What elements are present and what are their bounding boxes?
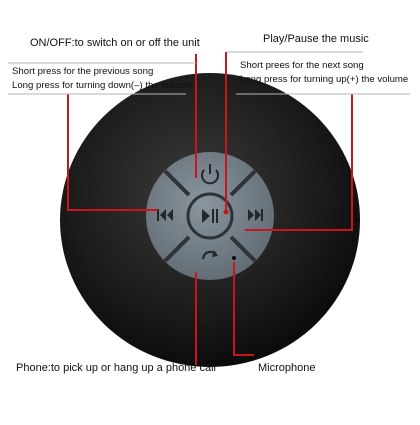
leader-lines — [67, 52, 353, 365]
label-next-line1: Short prees for the next song — [240, 60, 364, 71]
label-phone: Phone:to pick up or hang up a phone call — [16, 362, 216, 374]
phone-icon[interactable] — [201, 250, 218, 260]
previous-icon[interactable] — [157, 209, 173, 221]
leader-next — [245, 94, 353, 231]
button-dividers — [163, 169, 257, 263]
label-prev-line1: Short press for the previous song — [12, 66, 154, 77]
microphone-hole — [232, 256, 236, 260]
play-pause-icon[interactable] — [202, 209, 218, 223]
center-ring — [186, 192, 234, 240]
label-next-line2: Long press for turning up(+) the volume — [240, 74, 409, 85]
power-icon[interactable] — [201, 164, 219, 185]
label-play: Play/Pause the music — [263, 33, 369, 45]
leader-mic — [233, 262, 254, 356]
label-power: ON/OFF:to switch on or off the unit — [30, 37, 200, 49]
next-icon[interactable] — [248, 209, 263, 221]
leader-dot — [223, 209, 229, 215]
label-prev-line2: Long press for turning down(–) the volum… — [12, 80, 193, 91]
leader-prev — [67, 94, 158, 211]
label-mic: Microphone — [258, 362, 316, 374]
